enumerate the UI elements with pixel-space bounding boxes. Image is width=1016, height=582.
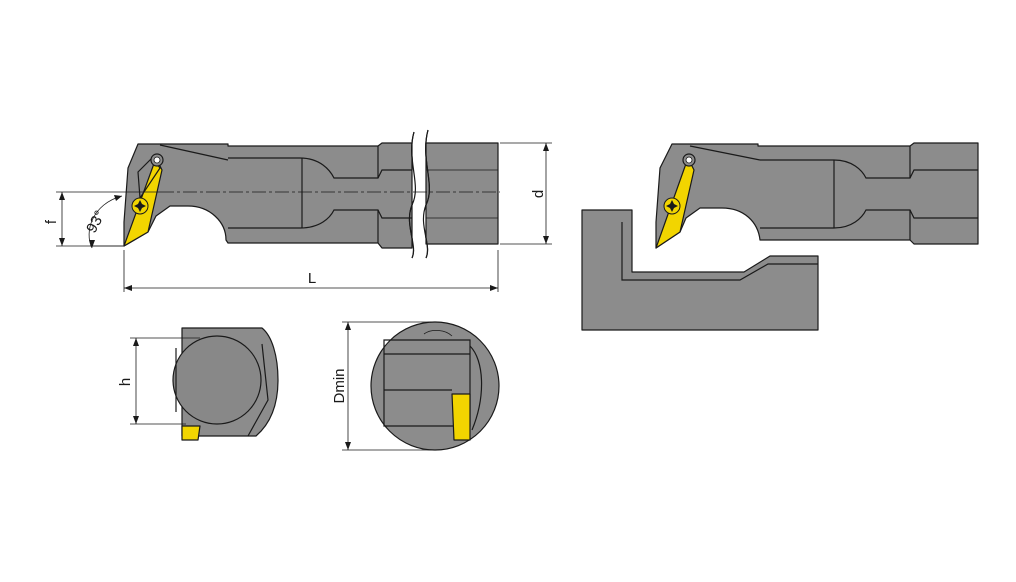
dmin-label: Dmin [331, 368, 348, 403]
bar-shank-end [425, 142, 499, 245]
bar-body-right [655, 142, 979, 249]
end-view-insert [181, 425, 201, 441]
torx-icon [134, 200, 146, 212]
f-label: f [43, 219, 60, 224]
torx-icon [666, 200, 678, 212]
d-label: d [530, 190, 547, 198]
angle-label: 93° [83, 208, 109, 236]
L-label: L [308, 270, 316, 287]
boring-in-workpiece-view [581, 142, 979, 331]
insert-seat-pocket [137, 157, 161, 200]
min-bore-circle [370, 321, 500, 451]
dmin-insert [451, 393, 471, 441]
end-view-h: h [117, 327, 279, 441]
boring-bar-side-view: f 93° d L [43, 129, 552, 292]
end-view-shank-circle [172, 335, 262, 425]
head-wedge-line [159, 144, 229, 161]
end-view-dmin: Dmin [331, 321, 500, 451]
workpiece [581, 209, 819, 331]
bar-body [123, 142, 413, 249]
end-view-flat-right [247, 343, 269, 437]
h-label: h [117, 378, 134, 386]
end-flats [426, 169, 498, 219]
